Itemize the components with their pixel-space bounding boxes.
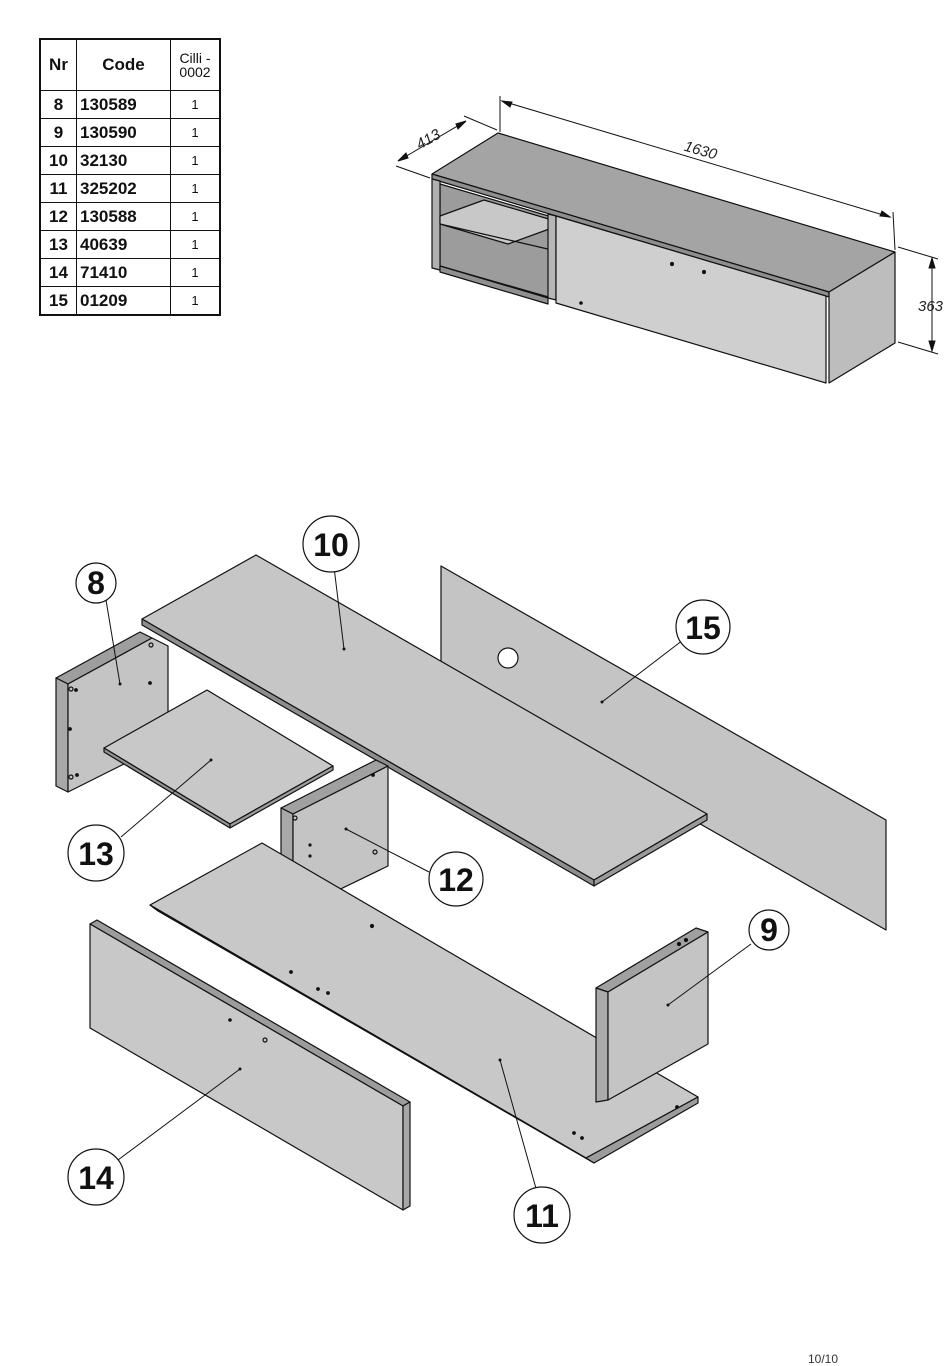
callout-9-label: 9 bbox=[760, 912, 778, 948]
cabinet-divider bbox=[548, 214, 556, 300]
cabinet-flap-dot bbox=[580, 302, 582, 304]
callout-8: 8 bbox=[76, 563, 116, 603]
callout-15: 15 bbox=[676, 600, 730, 654]
callout-14: 14 bbox=[68, 1149, 124, 1205]
cabinet-flap-dot bbox=[703, 271, 706, 274]
dimension-width: 1630 bbox=[682, 138, 719, 164]
callout-11: 11 bbox=[514, 1187, 570, 1243]
assembled-cabinet bbox=[432, 133, 895, 383]
dimension-height: 363 bbox=[918, 298, 944, 315]
callout-13-label: 13 bbox=[78, 836, 114, 872]
page-number: 10/10 bbox=[808, 1352, 838, 1366]
callout-14-label: 14 bbox=[78, 1160, 114, 1196]
callout-9: 9 bbox=[749, 910, 789, 950]
cabinet-left-side bbox=[432, 179, 440, 270]
callout-10-label: 10 bbox=[313, 527, 349, 563]
callout-11-label: 11 bbox=[525, 1198, 559, 1234]
callout-8-label: 8 bbox=[87, 565, 105, 601]
callout-12: 12 bbox=[429, 852, 483, 906]
callout-15-label: 15 bbox=[685, 610, 721, 646]
callout-10: 10 bbox=[303, 516, 359, 572]
cable-hole bbox=[498, 648, 518, 668]
part-9-right-side bbox=[596, 928, 708, 1102]
callout-13: 13 bbox=[68, 825, 124, 881]
cabinet-flap-dot bbox=[671, 263, 674, 266]
callout-12-label: 12 bbox=[438, 862, 474, 898]
